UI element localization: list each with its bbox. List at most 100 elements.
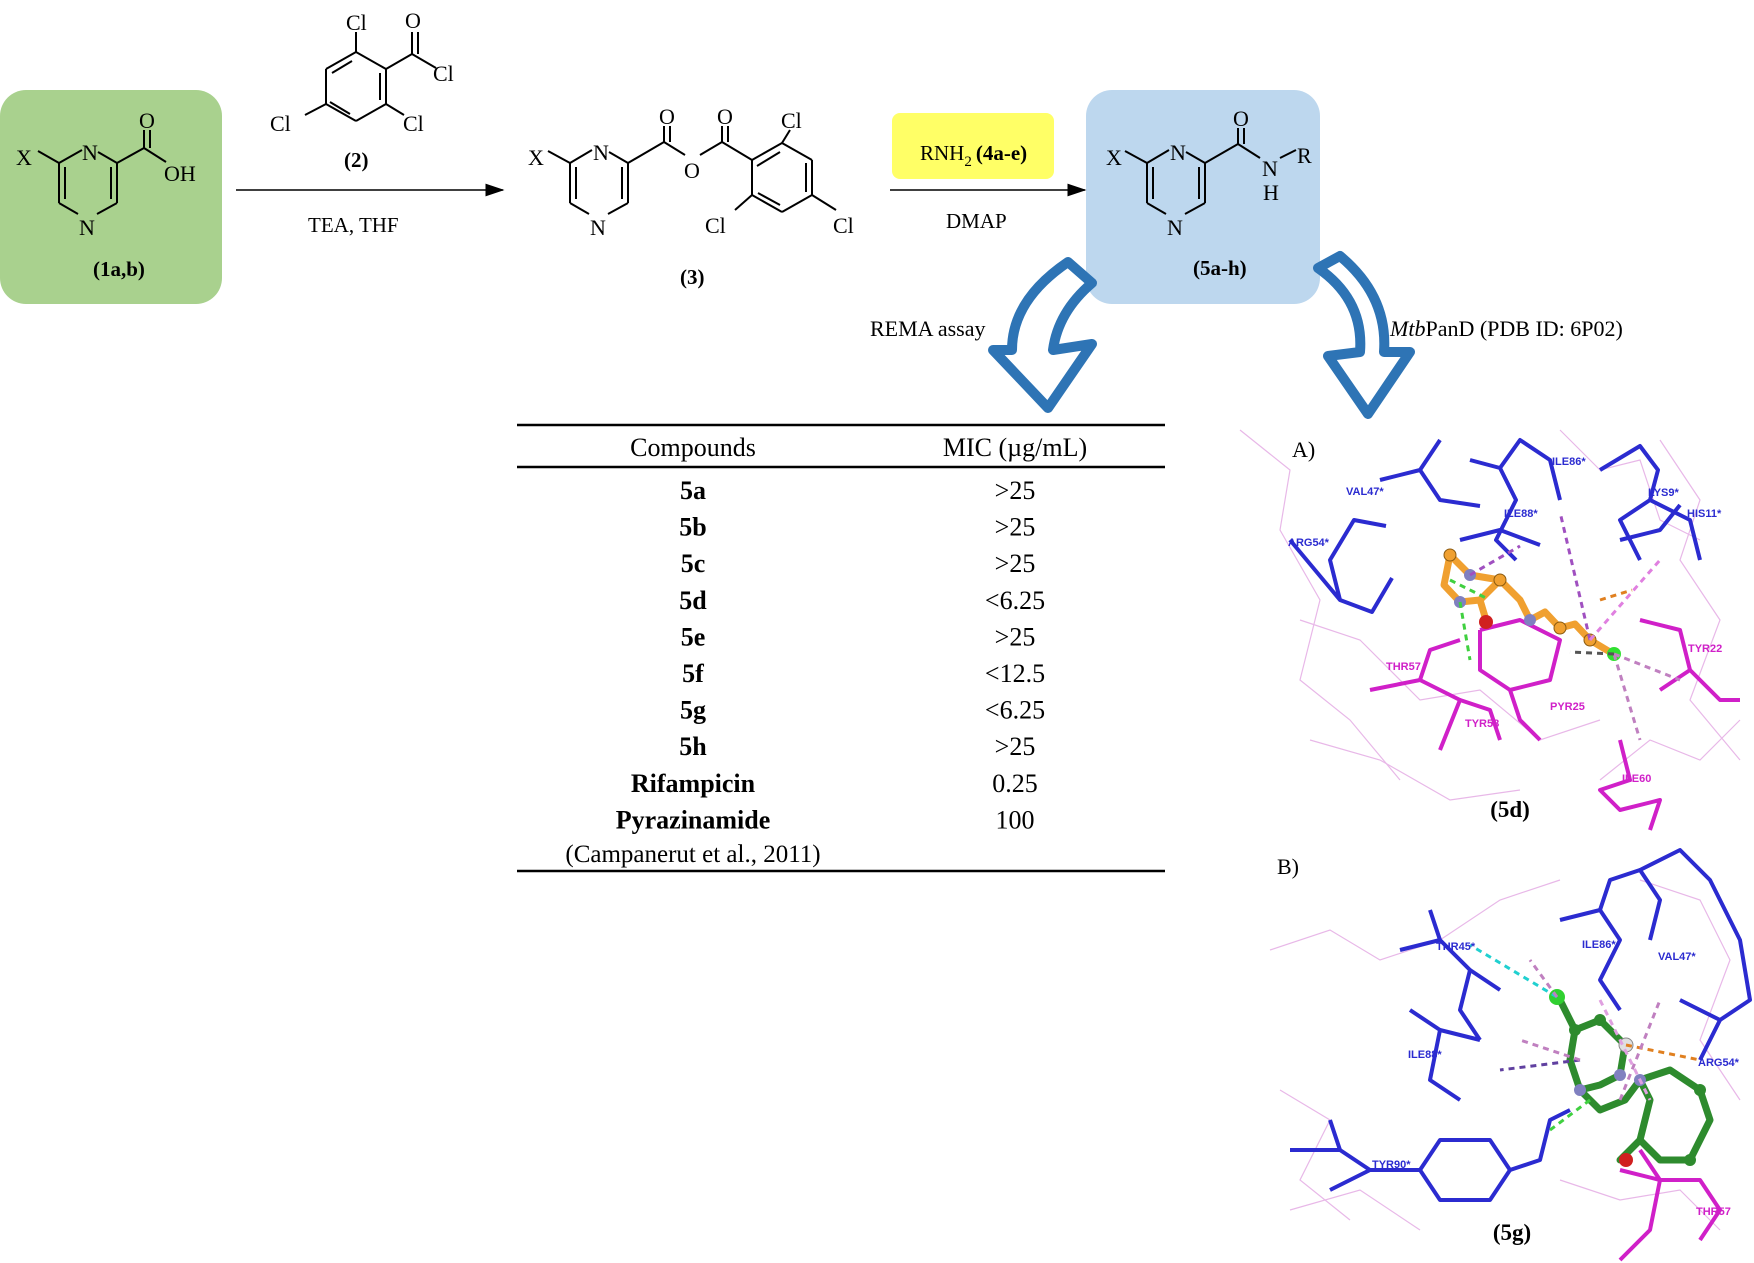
table-cell-compound: 5b: [679, 513, 706, 542]
s2-o: O: [405, 8, 421, 33]
table-cell-compound: Pyrazinamide: [616, 805, 771, 834]
res-his11: HIS11*: [1687, 508, 1722, 520]
amine-reagent: RNH2(4a-e): [920, 141, 1027, 170]
table-footnote: (Campanerut et al., 2011): [565, 841, 820, 868]
structure-2: [304, 32, 437, 122]
res-ile86-b: ILE86*: [1582, 939, 1616, 951]
res-val47-b: VAL47*: [1658, 951, 1696, 963]
panel-b-ligand-atoms: [1549, 989, 1706, 1167]
s2-label: (2): [344, 148, 369, 172]
step2-conditions: DMAP: [946, 209, 1007, 233]
panel-a-letter: A): [1292, 437, 1315, 462]
panel-b-residues-magenta: [1618, 1148, 1722, 1262]
panel-a-ligand-atoms: [1443, 548, 1621, 661]
s3-n-top: N: [593, 140, 609, 165]
s3-cl-left: Cl: [705, 213, 726, 238]
panel-a-interactions: [1449, 511, 1681, 741]
table-cell-mic: <6.25: [985, 586, 1045, 615]
s3-cl-top: Cl: [781, 108, 802, 133]
table-cell-mic: 0.25: [992, 769, 1038, 798]
panel-a-caption: (5d): [1490, 797, 1530, 822]
table-cell-compound: 5d: [679, 586, 707, 615]
table-cell-compound: 5a: [680, 476, 706, 505]
amine-highlight: [892, 113, 1054, 179]
res-ile60: ILE60: [1622, 773, 1651, 785]
s1-label: (1a,b): [93, 257, 145, 281]
res-tyr90-b: TYR90*: [1372, 1159, 1411, 1171]
res-ile86: ILE86*: [1552, 456, 1586, 468]
s2-cl-right: Cl: [403, 111, 424, 136]
s3-o-1: O: [659, 104, 675, 129]
panel-b-letter: B): [1277, 854, 1299, 879]
s1-n-bottom: N: [79, 215, 95, 240]
s1-o: O: [139, 108, 155, 133]
s1-oh: OH: [164, 161, 196, 186]
s2-cl-left: Cl: [270, 111, 291, 136]
header-mic: MIC (µg/mL): [943, 433, 1087, 462]
s2-cl-top: Cl: [346, 10, 367, 35]
res-pyr25: PYR25: [1550, 701, 1585, 713]
res-lys9: LYS9*: [1648, 487, 1680, 499]
product-box: [1086, 90, 1320, 304]
table-cell-compound: 5f: [682, 659, 704, 688]
table-cell-mic: <6.25: [985, 696, 1045, 725]
s1-n-top: N: [82, 140, 98, 165]
s5-n-amide: N: [1262, 156, 1278, 181]
table-cell-compound: 5e: [681, 622, 706, 651]
s3-o-bridge: O: [684, 158, 700, 183]
panel-b-interactions: [1469, 943, 1701, 1132]
res-arg54: ARG54*: [1288, 537, 1330, 549]
table-cell-mic: >25: [995, 732, 1036, 761]
panel-a-residues-magenta: [1369, 618, 1740, 831]
table-cell-compound: 5h: [679, 732, 707, 761]
s5-h: H: [1263, 180, 1279, 205]
mic-table: Compounds MIC (µg/mL) 5a >25 5b >25 5c >25 5d <…: [517, 423, 1165, 873]
panel-b-residues-blue: [1290, 848, 1752, 1202]
res-arg54-b: ARG54*: [1698, 1057, 1740, 1069]
panel-a-background-mesh: [1239, 429, 1741, 801]
table-cell-mic: <12.5: [985, 659, 1045, 688]
table-cell-mic: 100: [996, 805, 1035, 834]
docking-panel-b: B): [1269, 848, 1752, 1262]
s5-r: R: [1297, 143, 1312, 168]
res-tyr58: TYR58: [1465, 718, 1499, 730]
s5-o: O: [1233, 106, 1249, 131]
s1-x: X: [16, 145, 32, 170]
res-tyr22: TYR22: [1688, 643, 1722, 655]
panel-b-caption: (5g): [1493, 1220, 1531, 1245]
s5-label: (5a-h): [1193, 256, 1247, 280]
assay-branch-arrow: [988, 257, 1097, 413]
table-cell-mic: >25: [995, 622, 1036, 651]
step1-conditions: TEA, THF: [308, 213, 399, 237]
docking-label: MtbPanD (PDB ID: 6P02): [1389, 316, 1623, 341]
res-val47: VAL47*: [1346, 486, 1384, 498]
s3-n-bottom: N: [590, 215, 606, 240]
table-cell-compound: Rifampicin: [631, 769, 756, 798]
header-compounds: Compounds: [630, 433, 756, 462]
table-cell-mic: >25: [995, 513, 1036, 542]
panel-b-background-mesh: [1269, 879, 1741, 1231]
s5-n-top: N: [1170, 140, 1186, 165]
res-ile88-b: ILE88*: [1408, 1049, 1442, 1061]
table-cell-mic: >25: [995, 549, 1036, 578]
docking-panel-a: A): [1239, 429, 1741, 831]
structure-3: [547, 126, 837, 215]
docking-branch-arrow: [1313, 251, 1415, 419]
structure-5: [1124, 128, 1297, 215]
panel-a-residues-blue: [1288, 438, 1702, 614]
s3-x: X: [528, 145, 544, 170]
s2-cl-acyl: Cl: [433, 61, 454, 86]
s3-cl-right: Cl: [833, 213, 854, 238]
structure-1: [37, 130, 167, 215]
assay-label: REMA assay: [870, 316, 986, 341]
res-thr45: THR45*: [1436, 941, 1476, 953]
res-thr57: THR57: [1386, 661, 1421, 673]
s5-n-bottom: N: [1167, 215, 1183, 240]
s5-x: X: [1106, 145, 1122, 170]
table-cell-mic: >25: [995, 476, 1036, 505]
table-cell-compound: 5c: [681, 549, 706, 578]
s3-o-2: O: [717, 104, 733, 129]
table-cell-compound: 5g: [680, 696, 706, 725]
